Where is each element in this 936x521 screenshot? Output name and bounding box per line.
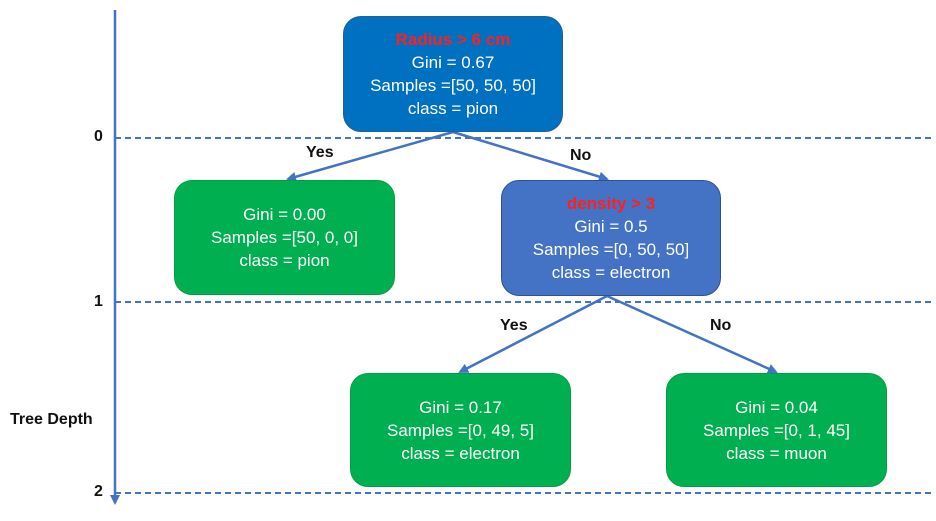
edge-label-root-no: No [570,147,592,164]
density-gini: Gini = 0.5 [574,217,648,236]
edge-root-yes [286,130,454,182]
density-class: class = electron [551,263,671,282]
density-node: density > 3 Gini = 0.5 Samples =[0, 50, … [501,180,721,296]
root-gini: Gini = 0.67 [411,53,495,72]
leaf-pion-class: class = pion [239,251,330,270]
root-class: class = pion [407,99,499,118]
root-node: Radius > 6 cm Gini = 0.67 Samples =[50, … [343,16,563,132]
leaf-node-pion: Gini = 0.00 Samples =[50, 0, 0] class = … [174,180,395,295]
leaf-muon-samples: Samples =[0, 1, 45] [703,420,850,440]
edge-label-root-yes: Yes [306,144,334,161]
leaf-muon-gini: Gini = 0.04 [735,397,818,417]
leaf-node-electron: Gini = 0.17 Samples =[0, 49, 5] class = … [350,373,571,487]
edge-density-yes [458,294,608,374]
leaf-node-muon: Gini = 0.04 Samples =[0, 1, 45] class = … [666,373,887,487]
density-samples: Samples =[0, 50, 50] [532,240,690,259]
leaf-pion-gini: Gini = 0.00 [243,205,326,224]
depth-label-1: 1 [94,293,103,310]
root-split-condition: Radius > 6 cm [395,30,511,49]
edge-label-density-yes: Yes [500,317,528,334]
edge-root-no [452,130,609,182]
axis-title: Tree Depth [10,411,93,428]
depth-label-2: 2 [94,483,103,500]
density-split-condition: density > 3 [566,194,656,213]
leaf-electron-gini: Gini = 0.17 [419,397,502,417]
leaf-electron-samples: Samples =[0, 49, 5] [387,420,534,440]
edge-label-density-no: No [710,317,732,334]
leaf-electron-class: class = electron [401,443,520,463]
root-samples: Samples =[50, 50, 50] [370,76,536,95]
leaf-pion-samples: Samples =[50, 0, 0] [211,228,358,247]
edge-density-no [606,294,778,374]
depth-label-0: 0 [94,128,103,145]
leaf-muon-class: class = muon [726,443,827,463]
